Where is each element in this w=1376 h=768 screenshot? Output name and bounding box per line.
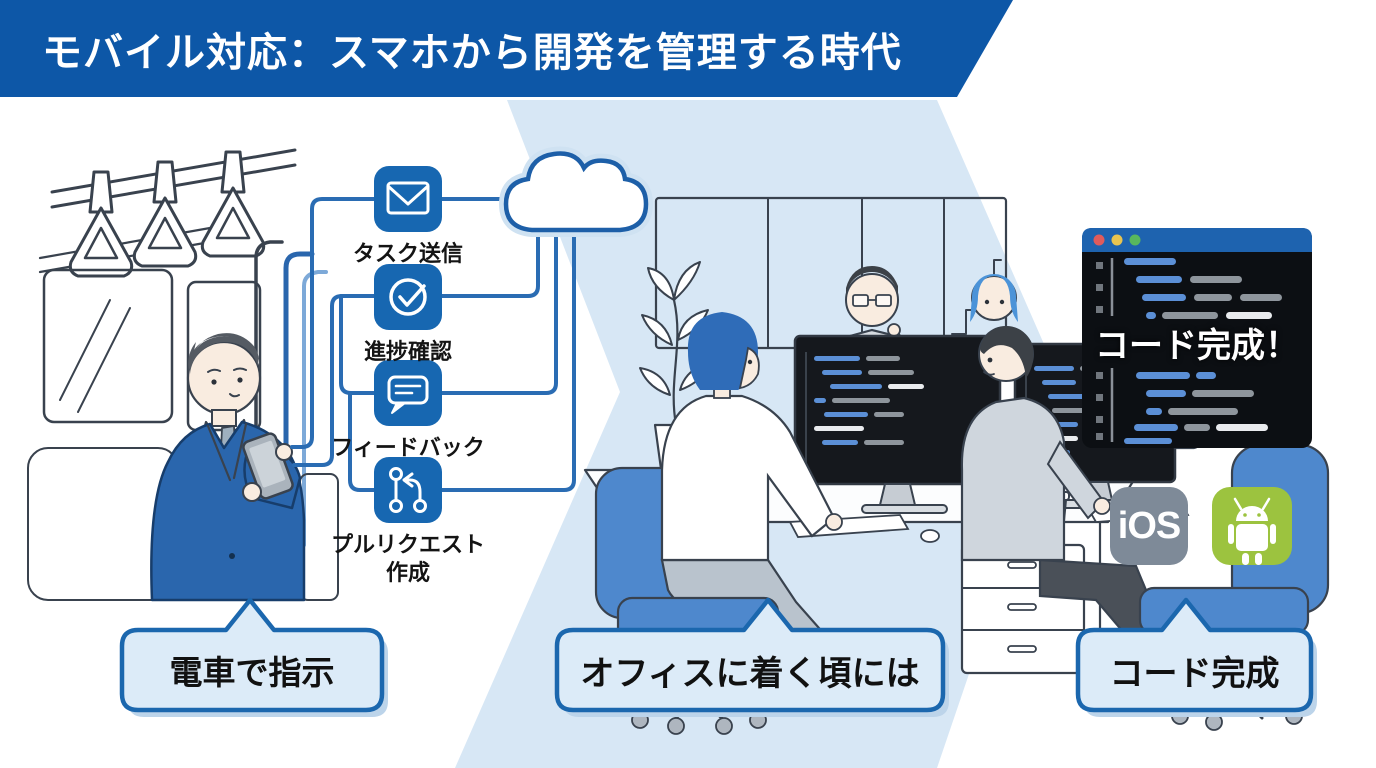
ios-tile-label: iOS [1117, 504, 1181, 547]
flow-connector-lines [290, 197, 576, 492]
caption-result: コード完成 [1109, 654, 1280, 693]
flow-label-feedback: フィードバック [331, 435, 485, 460]
train-strap-icon [68, 170, 134, 278]
window-dot-green [1129, 234, 1141, 246]
businessman-with-phone [150, 333, 306, 602]
chat-feedback-icon [374, 360, 442, 426]
code-editor-window [1082, 228, 1312, 448]
train-scene [27, 148, 339, 602]
flow-label-progress-check: 進捗確認 [363, 339, 452, 364]
android-robot-icon [1228, 497, 1276, 565]
window-dot-yellow [1111, 234, 1123, 246]
android-tile [1212, 487, 1292, 565]
pull-request-icon [374, 457, 442, 523]
train-strap-icon [200, 150, 266, 258]
window-dot-red [1093, 234, 1105, 246]
caption-train: 電車で指示 [169, 654, 335, 691]
office-scene [583, 196, 1330, 735]
flow-label-task-send: タスク送信 [352, 241, 463, 266]
page-title: モバイル対応：スマホから開発を管理する時代 [42, 30, 902, 75]
caption-bubble-office [554, 597, 949, 717]
check-circle-icon [374, 264, 442, 330]
flow-label-pull-request: プルリクエスト 作成 [330, 532, 485, 585]
ios-tile [1110, 487, 1188, 565]
header-banner [0, 0, 1013, 97]
code-monitor-left [793, 334, 1002, 514]
train-strap-icon [132, 160, 198, 268]
code-complete-overlay: コード完成！ [1095, 327, 1299, 365]
mail-icon [374, 166, 442, 232]
cloud-icon [498, 146, 654, 237]
caption-office: オフィスに着く頃には [580, 654, 920, 693]
caption-bubble-train [119, 597, 388, 717]
caption-bubble-result [1075, 597, 1317, 717]
